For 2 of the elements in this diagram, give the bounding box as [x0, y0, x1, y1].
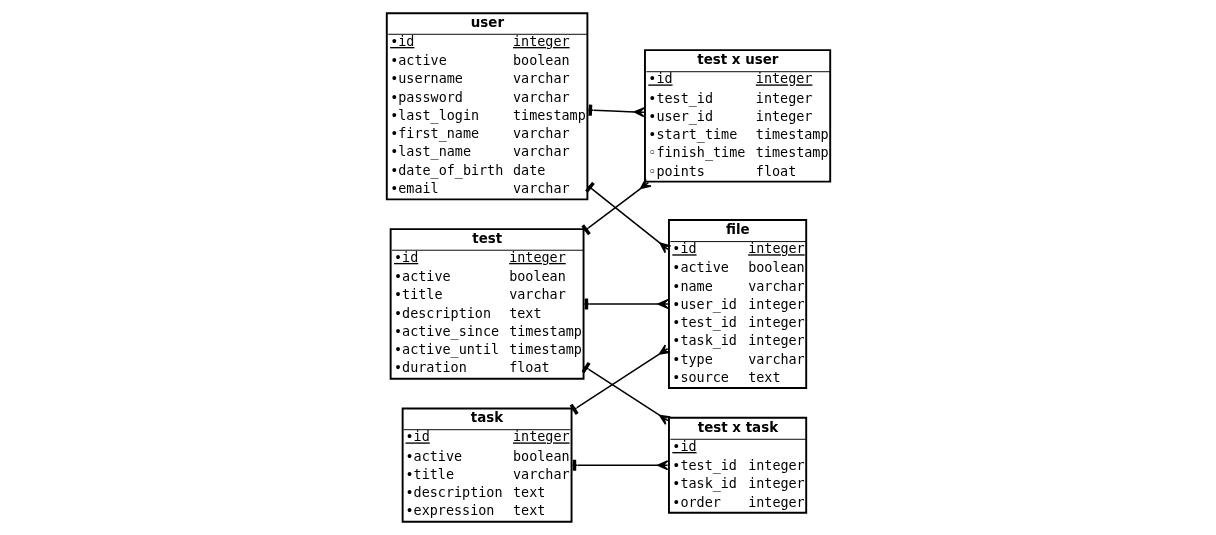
connector — [580, 178, 652, 236]
connector — [584, 181, 671, 254]
